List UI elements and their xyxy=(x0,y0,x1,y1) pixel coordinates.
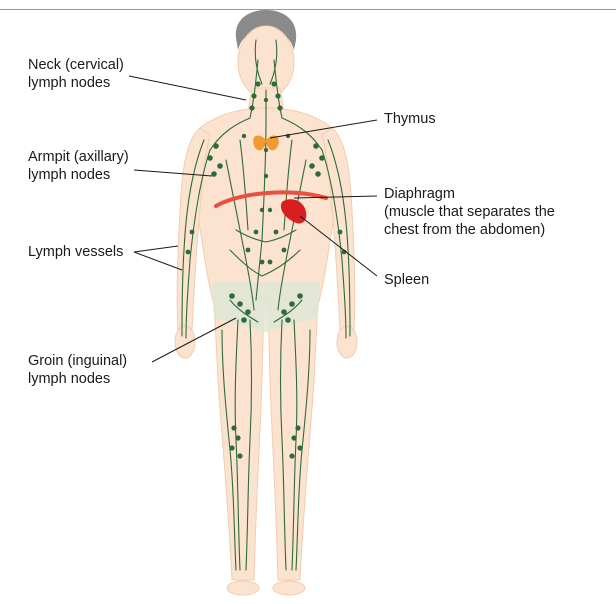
vessels-leader-1 xyxy=(134,246,178,252)
neck-label: Neck (cervical) lymph nodes xyxy=(28,56,124,92)
neck-leader xyxy=(129,76,246,100)
spleen-label: Spleen xyxy=(384,271,429,289)
diaphragm-label: Diaphragm (muscle that separates the che… xyxy=(384,185,555,239)
vessels-label: Lymph vessels xyxy=(28,243,123,261)
armpit-label: Armpit (axillary) lymph nodes xyxy=(28,148,129,184)
vessels-leader-2 xyxy=(134,252,182,270)
thymus-label: Thymus xyxy=(384,110,436,128)
groin-label: Groin (inguinal) lymph nodes xyxy=(28,352,127,388)
